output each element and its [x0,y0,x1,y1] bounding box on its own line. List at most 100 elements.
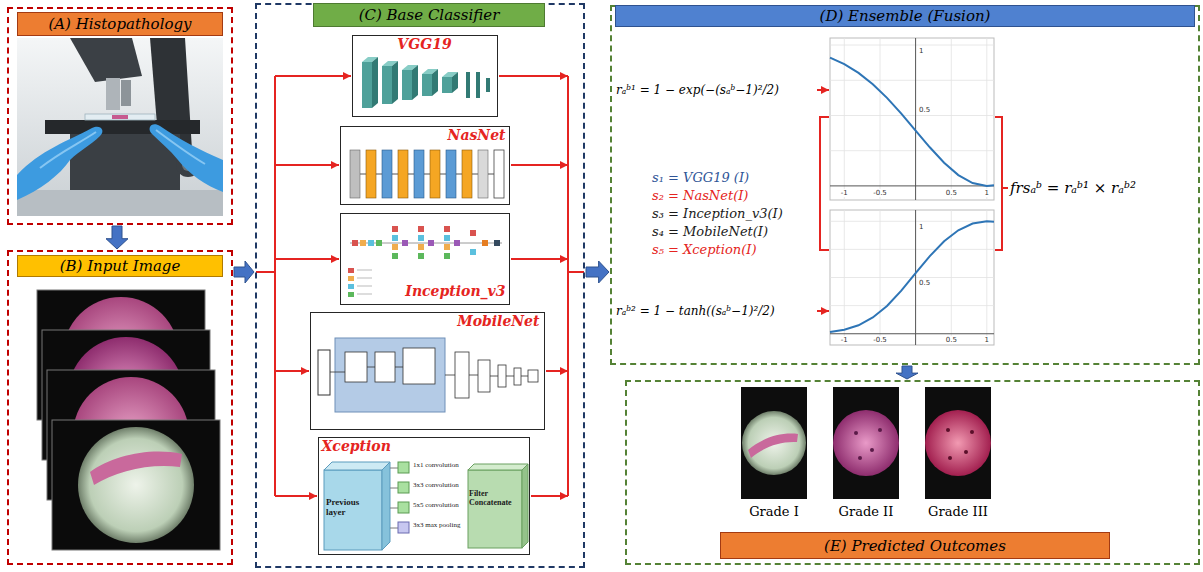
classifier-bus-part [275,495,317,497]
nasnet-cells-part [462,150,472,198]
classifier-bus-part [511,258,568,260]
vgg19-layers-part [442,77,452,93]
xception-module-part [324,462,390,470]
nasnet-cells-part [478,150,488,198]
inception-graph-part [428,240,434,246]
membership-graphs-part [830,210,994,345]
membership-graphs-part [830,210,994,345]
panel-heading: (E) Predicted Outcomes [720,532,1110,559]
xception-module-part [398,522,409,533]
grade-images-part [878,428,882,432]
inception-graph-part [402,240,408,246]
formula: frsₐᵇ = rₐᵇ¹ × rₐᵇ² [1010,179,1136,197]
inception-graph-part [357,278,372,279]
inception-graph-part [368,240,374,246]
mobilenet-blocks-part [330,367,403,372]
inception-graph-part [357,270,372,271]
membership-graphs-part [830,221,994,332]
inception-graph-part [348,268,354,273]
classifier-bus-part [568,271,584,273]
grade-images-part [946,428,950,432]
inception-graph-part [352,240,358,246]
fusion-brackets-part [995,117,1002,250]
model-label: VGG19 [352,36,498,54]
grade-images-part [858,456,862,460]
xception-module-part [382,462,390,550]
membership-graphs [830,38,994,345]
score-line: s₂ = NasNet(I) [652,188,748,204]
inception-graph-part [348,292,354,297]
axis-tick: 0.5 [918,279,931,287]
vgg19-layers-part [476,72,480,98]
input-image-stack-part [52,420,220,550]
inception-graph-part [392,244,398,250]
inception-graph-part [444,244,450,250]
nasnet-cells-part [430,150,440,198]
grade-images-part [833,410,899,476]
microscope-photo-part [121,80,131,106]
vgg19-layers-part [392,61,398,104]
mobilenet-blocks-part [318,350,330,395]
vgg19-layers-part [452,72,458,93]
membership-graphs-part [830,38,994,200]
classifier-bus-part [274,76,276,496]
mobilenet-blocks-part [455,352,469,398]
axis-tick: 1 [918,223,924,231]
grade-images-part [925,387,991,499]
classifier-bus [256,76,584,496]
microscope-photo-part [112,115,128,119]
axis-tick: 1 [984,336,990,344]
fusion-brackets [817,90,1008,311]
fusion-brackets-part [817,310,829,312]
membership-graphs-part [830,38,994,200]
axis-tick: 0.5 [945,189,958,197]
score-line: s₄ = MobileNet(I) [652,224,768,240]
xception-module-part [522,464,528,548]
panel-heading: (D) Ensemble (Fusion) [615,5,1195,27]
grade-images-part [948,456,952,460]
classifier-bus-part [275,370,309,372]
grade-images-part [833,387,899,499]
model-box: NasNet [340,126,510,205]
flow-arrow [896,366,918,379]
grade-sample: Grade III [918,386,998,526]
classifier-bus-part [546,370,568,372]
axis-tick: 0.5 [918,106,931,114]
nasnet-cells-part [350,150,360,198]
mobilenet-blocks-part [345,352,367,382]
nasnet-cells-part [446,150,456,198]
microscope-photo-part [156,130,205,164]
microscope-photo-part [45,120,200,134]
inception-graph-part [470,249,476,255]
fusion-brackets-part [817,89,829,91]
mobilenet-blocks [318,338,538,412]
membership-graphs-part [830,38,994,200]
layer-label: 5x5 convolution [413,502,465,510]
inception-graph-part [360,240,366,246]
inception-graph-part [454,240,460,246]
membership-graphs-part [830,58,994,186]
grade-images [741,387,991,499]
microscope-photo-part [85,114,155,120]
inception-graph-part [348,276,354,281]
inception-graph-part [357,294,372,295]
inception-graph-part [392,226,398,232]
xception-module-part [398,462,409,473]
microscope-photo-part [17,38,223,216]
inception-graph-part [392,253,398,259]
xception-module-part [468,470,522,548]
layer-label: 1x1 convolution [413,462,465,470]
inception-graph-part [357,286,372,287]
membership-graphs-part [830,210,994,345]
grade-images-part [925,410,991,476]
microscope-photo-part [150,124,223,192]
grade-images-part [970,430,974,434]
mobilenet-blocks-part [403,348,435,384]
vgg19-layers-part [412,65,418,100]
grade-images-part [741,387,807,499]
model-box: MobileNet [310,312,545,430]
mobilenet-blocks-part [498,365,506,387]
flow-arrow [234,261,254,283]
inception-graph-part [348,284,354,289]
inception-graph-part [418,226,424,232]
